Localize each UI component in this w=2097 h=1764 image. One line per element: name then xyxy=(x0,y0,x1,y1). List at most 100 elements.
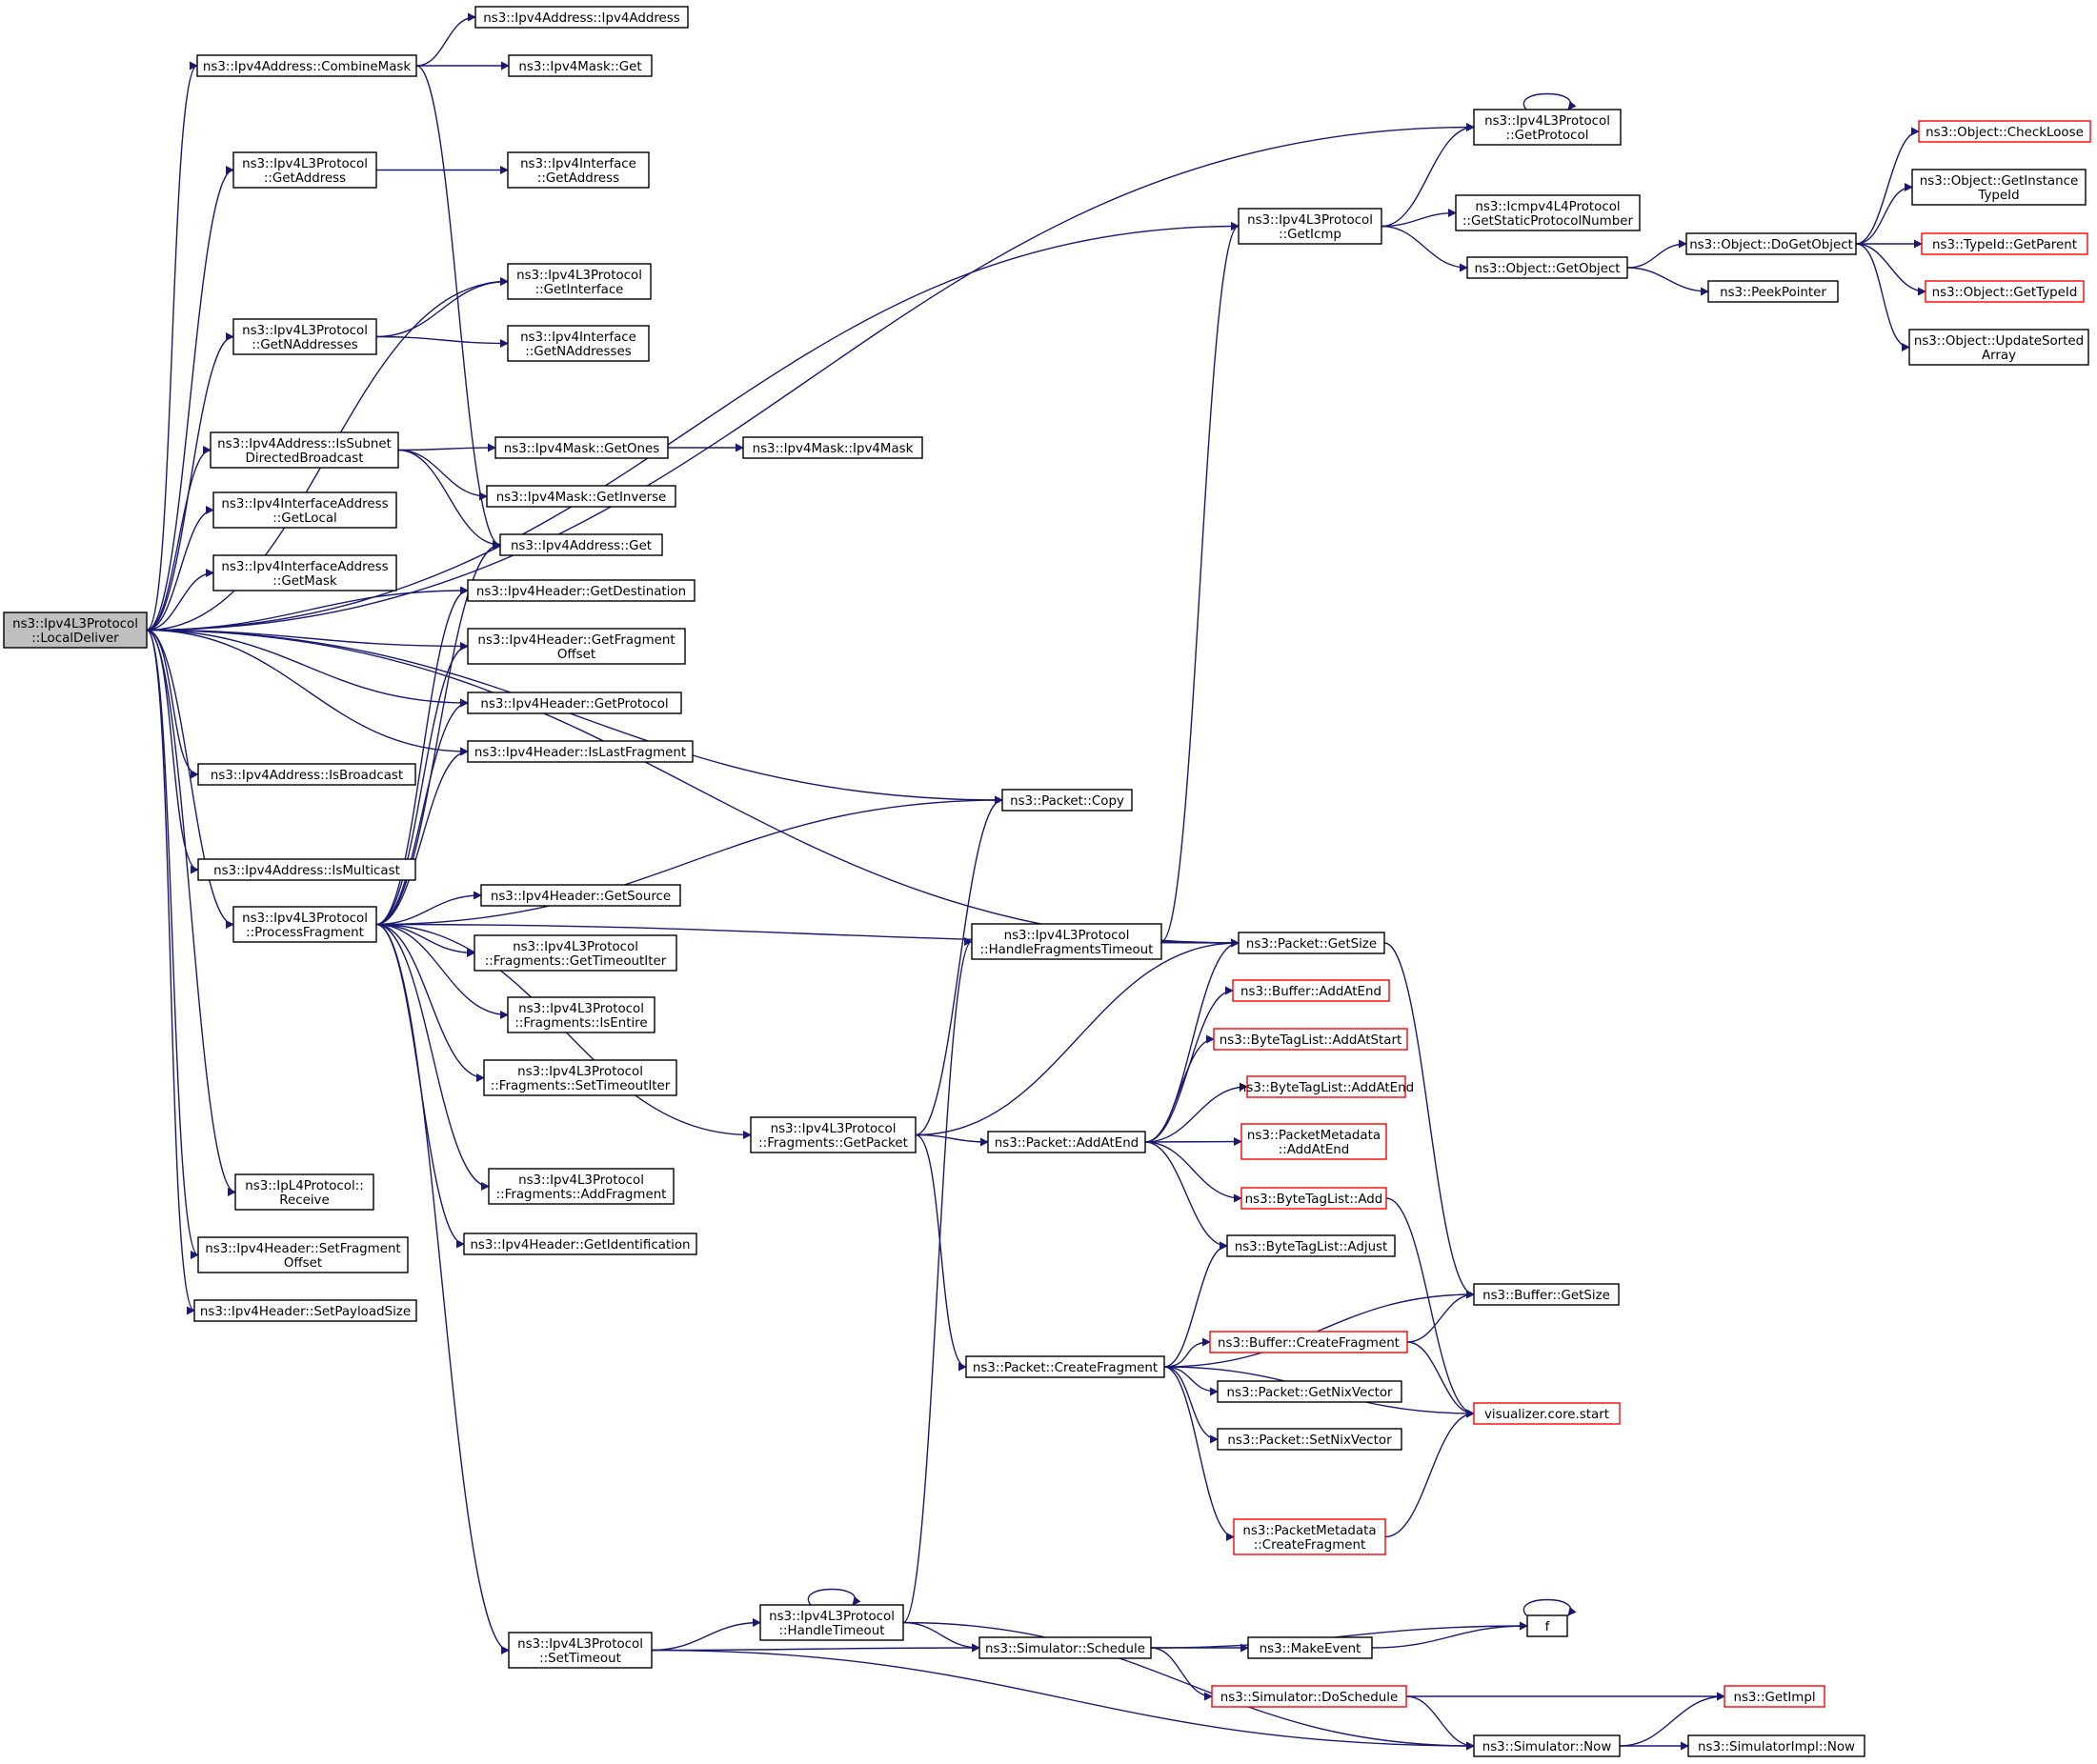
edge-process-fragment-to-frag-is-entire xyxy=(375,923,509,1019)
node-mask-get-ones[interactable]: ns3::Ipv4Mask::GetOnes xyxy=(494,436,669,459)
node-label: ns3::ByteTagList::AddAtEnd xyxy=(1239,1081,1414,1095)
node-frag-add-fragment[interactable]: ns3::Ipv4L3Protocol::Fragments::AddFragm… xyxy=(488,1168,675,1205)
node-frag-is-entire[interactable]: ns3::Ipv4L3Protocol::Fragments::IsEntire xyxy=(507,996,655,1033)
node-label: ::GetNAddresses xyxy=(525,345,631,359)
node-packet-set-nix-vector[interactable]: ns3::Packet::SetNixVector xyxy=(1217,1428,1402,1451)
node-box xyxy=(212,554,397,591)
node-label: ::GetProtocol xyxy=(1506,129,1589,143)
node-l3-get-address[interactable]: ns3::Ipv4L3Protocol::GetAddress xyxy=(232,151,377,189)
node-ipv4-address-ctor[interactable]: ns3::Ipv4Address::Ipv4Address xyxy=(474,6,689,29)
node-sim-now[interactable]: ns3::Simulator::Now xyxy=(1473,1734,1621,1757)
node-buf-add-at-end[interactable]: ns3::Buffer::AddAtEnd xyxy=(1232,979,1390,1002)
node-hdr-get-source[interactable]: ns3::Ipv4Header::GetSource xyxy=(480,884,681,907)
node-box xyxy=(1213,1028,1408,1051)
node-frag-get-packet[interactable]: ns3::Ipv4L3Protocol::Fragments::GetPacke… xyxy=(750,1116,917,1153)
edge-process-fragment-to-hdr-get-destination xyxy=(375,586,469,926)
edge-combine-mask-to-addr-get xyxy=(415,65,501,550)
node-hdr-is-last-frag[interactable]: ns3::Ipv4Header::IsLastFragment xyxy=(467,740,694,763)
node-get-protocol[interactable]: ns3::Ipv4L3Protocol::GetProtocol xyxy=(1473,109,1622,146)
node-box xyxy=(1238,208,1382,245)
node-ip-l4-receive[interactable]: ns3::IpL4Protocol::Receive xyxy=(234,1173,374,1211)
node-process-fragment[interactable]: ns3::Ipv4L3Protocol::ProcessFragment xyxy=(232,906,377,943)
node-label: ns3::PacketMetadata xyxy=(1242,1524,1376,1538)
node-is-subnet-directed[interactable]: ns3::Ipv4Address::IsSubnetDirectedBroadc… xyxy=(210,431,399,469)
node-btl-adjust[interactable]: ns3::ByteTagList::Adjust xyxy=(1226,1234,1396,1257)
node-addr-is-multicast[interactable]: ns3::Ipv4Address::IsMulticast xyxy=(197,858,416,881)
node-icmp-proto-num[interactable]: ns3::Icmpv4L4Protocol::GetStaticProtocol… xyxy=(1455,194,1641,231)
node-if-addr-get-local[interactable]: ns3::Ipv4InterfaceAddress::GetLocal xyxy=(212,491,397,529)
node-do-get-object[interactable]: ns3::Object::DoGetObject xyxy=(1685,232,1857,255)
node-label: ns3::Ipv4L3Protocol xyxy=(516,269,642,283)
node-buf-get-size[interactable]: ns3::Buffer::GetSize xyxy=(1473,1283,1620,1306)
node-hdr-set-payload-size[interactable]: ns3::Ipv4Header::SetPayloadSize xyxy=(193,1299,417,1322)
node-get-icmp[interactable]: ns3::Ipv4L3Protocol::GetIcmp xyxy=(1238,208,1382,245)
node-sim-do-schedule[interactable]: ns3::Simulator::DoSchedule xyxy=(1211,1685,1407,1708)
node-hdr-get-protocol[interactable]: ns3::Ipv4Header::GetProtocol xyxy=(467,692,682,714)
node-get-object[interactable]: ns3::Object::GetObject xyxy=(1466,256,1628,279)
edge-handle-frag-timeout-to-get-icmp xyxy=(1160,222,1240,943)
node-obj-get-type-id[interactable]: ns3::Object::GetTypeId xyxy=(1925,280,2085,303)
node-mask-get[interactable]: ns3::Ipv4Mask::Get xyxy=(508,54,653,77)
node-if-get-n-addresses[interactable]: ns3::Ipv4Interface::GetNAddresses xyxy=(507,325,650,362)
node-packet-get-nix-vector[interactable]: ns3::Packet::GetNixVector xyxy=(1217,1380,1402,1403)
node-hdr-get-identification[interactable]: ns3::Ipv4Header::GetIdentification xyxy=(463,1233,697,1255)
node-box xyxy=(1473,1402,1621,1425)
node-peek-pointer[interactable]: ns3::PeekPointer xyxy=(1707,280,1839,303)
node-mask-ctor[interactable]: ns3::Ipv4Mask::Ipv4Mask xyxy=(742,436,923,459)
node-btl-add-at-start[interactable]: ns3::ByteTagList::AddAtStart xyxy=(1213,1028,1408,1051)
node-pmd-create-fragment[interactable]: ns3::PacketMetadata::CreateFragment xyxy=(1233,1518,1386,1555)
node-mask-get-inverse[interactable]: ns3::Ipv4Mask::GetInverse xyxy=(486,485,676,508)
edge-make-event-to-func-f xyxy=(1371,1621,1528,1649)
node-buf-create-fragment[interactable]: ns3::Buffer::CreateFragment xyxy=(1209,1331,1408,1353)
edge-packet-create-fragment-to-pmd-create-fragment xyxy=(1163,1366,1235,1541)
node-box xyxy=(742,436,923,459)
node-box xyxy=(232,906,377,943)
edge-buf-create-fragment-to-visualizer-start xyxy=(1406,1341,1475,1418)
node-sim-impl-now[interactable]: ns3::SimulatorImpl::Now xyxy=(1687,1734,1865,1757)
edge-local-deliver-to-if-addr-get-local xyxy=(146,506,214,631)
edge-is-subnet-directed-to-addr-get xyxy=(397,449,501,550)
node-packet-copy[interactable]: ns3::Packet::Copy xyxy=(1001,789,1133,812)
node-btl-add[interactable]: ns3::ByteTagList::Add xyxy=(1240,1187,1387,1210)
node-get-interface[interactable]: ns3::Ipv4L3Protocol::GetInterface xyxy=(507,263,652,300)
node-packet-get-size[interactable]: ns3::Packet::GetSize xyxy=(1238,932,1385,954)
node-box xyxy=(507,151,650,189)
node-box xyxy=(474,6,689,29)
node-combine-mask[interactable]: ns3::Ipv4Address::CombineMask xyxy=(196,54,417,77)
node-type-id-get-parent[interactable]: ns3::TypeId::GetParent xyxy=(1921,232,2088,255)
node-addr-get[interactable]: ns3::Ipv4Address::Get xyxy=(499,533,663,556)
edge-packet-create-fragment-to-buf-create-fragment xyxy=(1163,1337,1211,1368)
node-handle-timeout[interactable]: ns3::Ipv4L3Protocol::HandleTimeout xyxy=(759,1604,904,1641)
node-make-event[interactable]: ns3::MakeEvent xyxy=(1247,1636,1373,1659)
node-box xyxy=(467,628,686,665)
node-sim-schedule[interactable]: ns3::Simulator::Schedule xyxy=(978,1636,1152,1659)
node-hdr-get-destination[interactable]: ns3::Ipv4Header::GetDestination xyxy=(467,579,696,602)
node-get-impl[interactable]: ns3::GetImpl xyxy=(1724,1685,1825,1708)
node-label: ns3::PeekPointer xyxy=(1720,286,1826,300)
node-l3-get-n-addresses[interactable]: ns3::Ipv4L3Protocol::GetNAddresses xyxy=(232,318,377,355)
node-if-addr-get-mask[interactable]: ns3::Ipv4InterfaceAddress::GetMask xyxy=(212,554,397,591)
node-set-timeout[interactable]: ns3::Ipv4L3Protocol::SetTimeout xyxy=(508,1632,653,1669)
node-frag-get-timeout-iter[interactable]: ns3::Ipv4L3Protocol::Fragments::GetTimeo… xyxy=(474,934,677,972)
node-label: ns3::GetImpl xyxy=(1733,1691,1815,1705)
node-label: ns3::Ipv4L3Protocol xyxy=(1004,929,1130,943)
node-addr-is-broadcast[interactable]: ns3::Ipv4Address::IsBroadcast xyxy=(197,763,416,786)
node-packet-add-at-end[interactable]: ns3::Packet::AddAtEnd xyxy=(987,1131,1146,1153)
node-visualizer-start[interactable]: visualizer.core.start xyxy=(1473,1402,1621,1425)
node-frag-set-timeout-iter[interactable]: ns3::Ipv4L3Protocol::Fragments::SetTimeo… xyxy=(483,1059,677,1096)
node-pmd-add-at-end[interactable]: ns3::PacketMetadata::AddAtEnd xyxy=(1240,1123,1387,1160)
node-check-loose[interactable]: ns3::Object::CheckLoose xyxy=(1918,120,2091,143)
node-if-get-address[interactable]: ns3::Ipv4Interface::GetAddress xyxy=(507,151,650,189)
node-box xyxy=(232,151,377,189)
node-packet-create-fragment[interactable]: ns3::Packet::CreateFragment xyxy=(965,1355,1165,1378)
node-label: ns3::Ipv4L3Protocol xyxy=(771,1122,897,1136)
node-handle-frag-timeout[interactable]: ns3::Ipv4L3Protocol::HandleFragmentsTime… xyxy=(971,923,1162,960)
node-func-f[interactable]: f xyxy=(1526,1614,1568,1637)
node-local-deliver[interactable]: ns3::Ipv4L3Protocol::LocalDeliver xyxy=(3,611,148,649)
node-btl-add-at-end[interactable]: ns3::ByteTagList::AddAtEnd xyxy=(1239,1075,1414,1098)
edge-local-deliver-to-get-protocol xyxy=(146,123,1475,631)
